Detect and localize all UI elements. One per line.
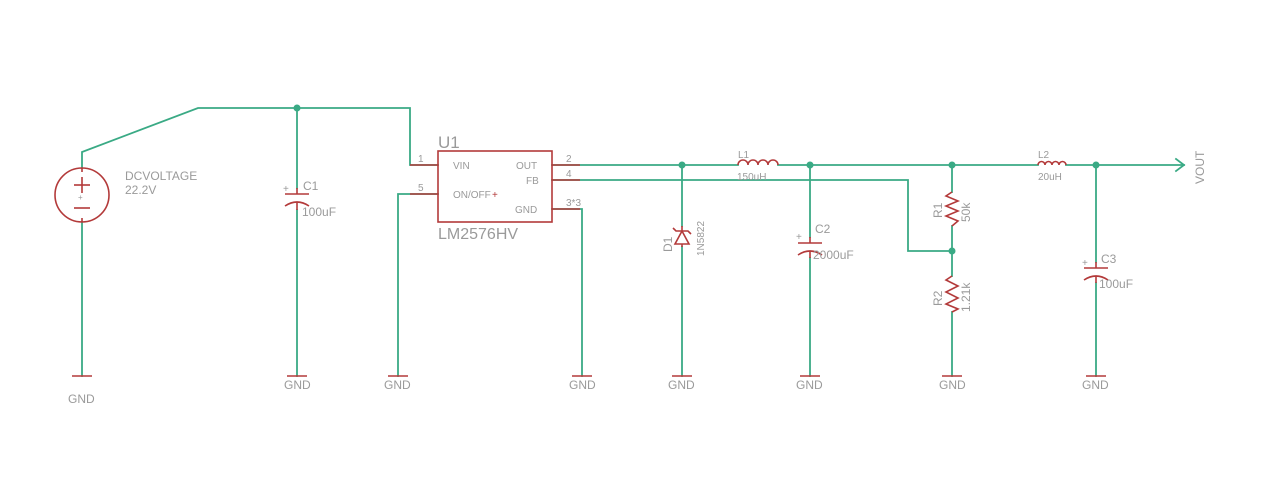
gnd-r2[interactable]: GND (939, 375, 966, 392)
gnd-d1-label: GND (668, 378, 695, 392)
junction-r1 (948, 161, 956, 169)
gnd-c1[interactable]: GND (284, 375, 311, 392)
l1-value: 150uH (737, 172, 766, 183)
capacitor-c3[interactable]: + C3 100uF (1082, 252, 1133, 291)
gnd-u1[interactable]: GND (569, 375, 596, 392)
source-value: 22.2V (125, 183, 156, 197)
gnd-onoff[interactable]: GND (384, 375, 411, 392)
l2-ref: L2 (1038, 150, 1050, 161)
u1-pinnum-onoff: 5 (418, 183, 424, 194)
u1-pin-gnd: GND (515, 205, 537, 216)
vout-port[interactable]: VOUT (1174, 150, 1207, 184)
gnd-u1-label: GND (569, 378, 596, 392)
c1-plus: + (283, 184, 289, 195)
gnd-d1[interactable]: GND (668, 375, 695, 392)
source-name: DCVOLTAGE (125, 169, 197, 183)
capacitor-c1[interactable]: + C1 100uF (283, 179, 336, 219)
u1-pin-out: OUT (516, 161, 537, 172)
r2-value: 1.21k (959, 282, 973, 312)
gnd-onoff-label: GND (384, 378, 411, 392)
inductor-l1[interactable]: L1 150uH (737, 150, 779, 183)
r2-ref: R2 (931, 290, 945, 306)
inductor-l2[interactable]: L2 20uH (1037, 150, 1067, 183)
r1-value: 50k (959, 202, 973, 222)
d1-ref: D1 (661, 236, 675, 252)
u1-pin-fb: FB (526, 176, 539, 187)
l2-value: 20uH (1038, 172, 1062, 183)
junctions (293, 104, 1100, 255)
ic-u1[interactable]: U1 LM2576HV VIN ON/OFF + OUT FB GND 1 5 … (410, 133, 581, 243)
u1-pinnum-gnd: 3*3 (566, 198, 581, 209)
gnd-source[interactable]: GND (68, 375, 95, 406)
u1-body (437, 150, 553, 223)
gnd-c3-label: GND (1082, 378, 1109, 392)
c2-ref: C2 (815, 222, 831, 236)
resistor-r1[interactable]: R1 50k (931, 191, 973, 227)
u1-ref: U1 (438, 133, 460, 152)
wire-source-top[interactable] (81, 107, 439, 169)
junction-c2 (806, 161, 814, 169)
c3-plus: + (1082, 258, 1088, 269)
c2-plus: + (796, 232, 802, 243)
d1-value: 1N5822 (696, 221, 707, 256)
resistor-r2[interactable]: R2 1.21k (931, 275, 973, 313)
c3-value: 100uF (1099, 277, 1133, 291)
junction-fb (948, 247, 956, 255)
u1-pinnum-out: 2 (566, 154, 572, 165)
gnd-c2[interactable]: GND (796, 375, 823, 392)
ground-symbols: GND GND GND GND GND GND GND GND (68, 375, 1109, 406)
u1-pinnum-vin: 1 (418, 154, 424, 165)
c3-ref: C3 (1101, 252, 1117, 266)
r1-ref: R1 (931, 202, 945, 218)
wire-onoff-gnd[interactable] (397, 193, 439, 377)
c1-value: 100uF (302, 205, 336, 219)
u1-pinnum-fb: 4 (566, 169, 572, 180)
u1-part: LM2576HV (438, 226, 518, 243)
gnd-c1-label: GND (284, 378, 311, 392)
diode-d1[interactable]: D1 1N5822 (661, 221, 707, 256)
l1-ref: L1 (738, 150, 750, 161)
capacitor-c2[interactable]: + C2 2000uF (796, 222, 854, 262)
dc-voltage-source[interactable]: + DCVOLTAGE 22.2V (54, 167, 197, 223)
wire-u1-gnd[interactable] (551, 208, 583, 377)
gnd-r2-label: GND (939, 378, 966, 392)
svg-text:+: + (492, 190, 498, 201)
vout-label: VOUT (1193, 150, 1207, 184)
c2-value: 2000uF (813, 248, 854, 262)
wires (81, 107, 1185, 377)
svg-text:+: + (78, 193, 83, 202)
junction-c3 (1092, 161, 1100, 169)
u1-pin-vin: VIN (453, 161, 470, 172)
junction-c1 (293, 104, 301, 112)
gnd-c2-label: GND (796, 378, 823, 392)
u1-pin-onoff: ON/OFF (453, 190, 491, 201)
wire-fb[interactable] (551, 179, 953, 252)
c1-ref: C1 (303, 179, 319, 193)
gnd-source-label: GND (68, 392, 95, 406)
gnd-c3[interactable]: GND (1082, 375, 1109, 392)
junction-d1 (678, 161, 686, 169)
